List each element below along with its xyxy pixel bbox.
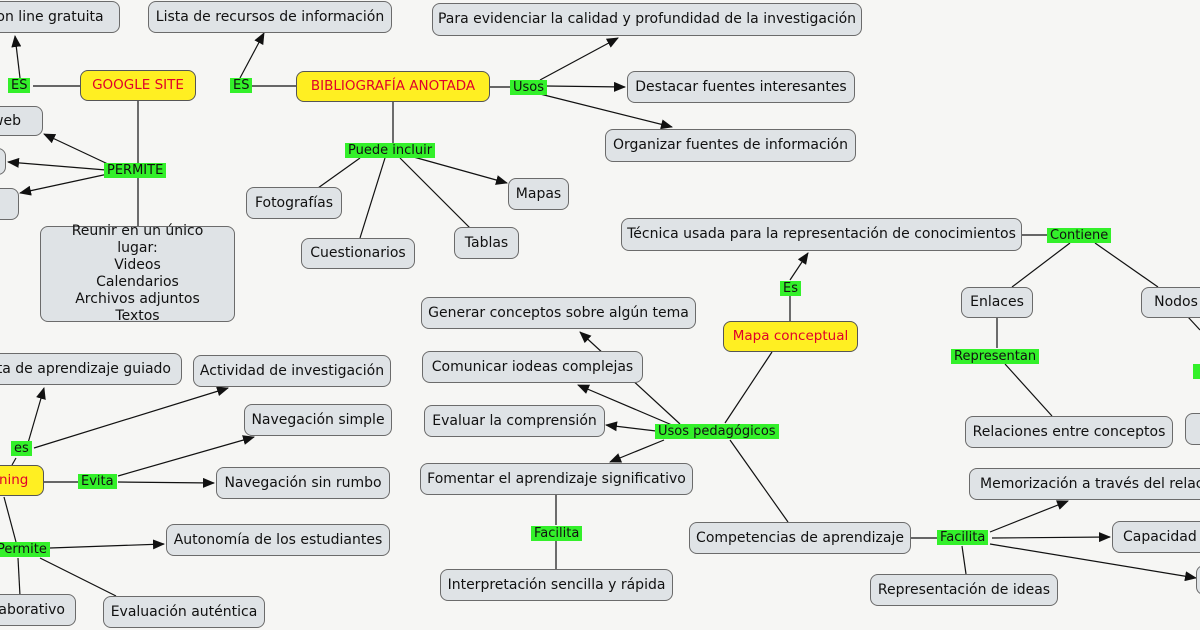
label-usos: Usos — [510, 80, 548, 95]
concept-partial-bottom-right[interactable] — [1196, 565, 1200, 595]
concept-investigacion[interactable]: Actividad de investigación — [193, 355, 391, 387]
edge-evita-rumbo — [117, 477, 215, 488]
edge-evita-simple — [117, 435, 255, 477]
concept-online-gratuita[interactable]: on line gratuita — [0, 1, 120, 33]
edge-usos-destacar — [545, 81, 626, 92]
edge-permite-web — [43, 133, 111, 166]
concept-comunicar[interactable]: Comunicar iodeas complejas — [422, 351, 643, 383]
concept-memorizacion[interactable]: Memorización a través del relac — [969, 468, 1200, 500]
concept-relaciones[interactable]: Relaciones entre conceptos — [965, 416, 1173, 448]
edge-usos-organizar — [539, 93, 673, 130]
concept-destacar[interactable]: Destacar fuentes interesantes — [627, 71, 855, 103]
concept-cuestionarios[interactable]: Cuestionarios — [301, 238, 415, 269]
concept-partial-right[interactable] — [1185, 413, 1200, 445]
edge-nodos-right — [1187, 316, 1200, 331]
concept-capacidad[interactable]: Capacidad d — [1112, 521, 1200, 553]
edge-es-guiado — [27, 387, 46, 444]
label-puede-incluir: Puede incluir — [345, 143, 436, 158]
edge-permite-evalaut — [39, 557, 117, 597]
concept-generar[interactable]: Generar conceptos sobre algún tema — [421, 297, 696, 329]
concept-evidenciar[interactable]: Para evidenciar la calidad y profundidad… — [432, 3, 862, 36]
edge-representan-relaciones — [1004, 363, 1053, 417]
label-fragment — [1193, 364, 1200, 379]
concept-organizar[interactable]: Organizar fuentes de información — [605, 129, 856, 162]
concept-nodos[interactable]: Nodos — [1141, 287, 1200, 318]
label-es: ES — [230, 78, 253, 93]
edge-mapa-usos — [724, 351, 773, 424]
reunir-line: Textos — [115, 308, 160, 324]
edge-elearning-es — [11, 457, 17, 466]
concept-bibliografia-anotada[interactable]: BIBLIOGRAFÍA ANOTADA — [296, 71, 490, 102]
label-es: Es — [780, 281, 801, 296]
edge-usos-comunicar — [577, 384, 673, 426]
edge-usos-fomentar — [609, 439, 665, 463]
label-es: es — [11, 441, 32, 456]
concept-lo[interactable]: lo — [0, 188, 19, 220]
edge-facilita-memorizacion — [989, 500, 1069, 533]
label-evita: Evita — [78, 474, 117, 489]
edge-puede-tablas — [399, 157, 471, 229]
reunir-line: Reunir en un único lugar: — [71, 223, 204, 256]
edge-es-investigacion — [33, 386, 229, 449]
concept-guiado[interactable]: nta de aprendizaje guiado — [0, 353, 182, 385]
edge-usos-competencias — [729, 439, 789, 523]
edge-es-tecnica — [789, 252, 809, 281]
label-representan: Representan — [951, 349, 1040, 364]
concept-colaborativo[interactable]: aborativo — [0, 594, 76, 626]
reunir-line: Calendarios — [96, 274, 179, 290]
concept-fotografias[interactable]: Fotografías — [246, 187, 342, 219]
edge-es-online — [11, 35, 22, 79]
concept-fomentar[interactable]: Fomentar el aprendizaje significativo — [420, 463, 693, 495]
edge-puede-fotos — [317, 157, 361, 189]
concept-interpretacion[interactable]: Interpretación sencilla y rápida — [440, 569, 673, 601]
concept-google-site[interactable]: GOOGLE SITE — [80, 70, 196, 101]
concept-mapa-conceptual[interactable]: Mapa conceptual — [723, 321, 858, 352]
concept-enlaces[interactable]: Enlaces — [961, 287, 1033, 318]
label-contiene: Contiene — [1047, 228, 1112, 243]
concept-evaluacion-autentica[interactable]: Evaluación auténtica — [103, 596, 265, 628]
edge-puede-cuestionarios — [359, 157, 386, 239]
edge-facilita-right — [989, 543, 1197, 582]
concept-web[interactable]: web — [0, 106, 43, 136]
edge-es-lista — [239, 32, 265, 79]
label-facilita: Facilita — [937, 530, 989, 545]
concept-evaluar[interactable]: Evaluar la comprensión — [424, 405, 605, 437]
concept-lista-recursos[interactable]: Lista de recursos de información — [148, 1, 392, 33]
edge-permite-lo — [19, 173, 109, 196]
concept-nav-rumbo[interactable]: Navegación sin rumbo — [216, 467, 390, 499]
concept-reunir[interactable]: Reunir en un único lugar: Videos Calenda… — [40, 223, 235, 324]
edge-contiene-enlaces — [1011, 242, 1071, 288]
edge-permite-colab — [17, 557, 21, 597]
concept-autonomia[interactable]: Autonomía de los estudiantes — [166, 524, 390, 556]
edge-facilita-representacion — [961, 545, 967, 575]
concept-competencias[interactable]: Competencias de aprendizaje — [689, 522, 911, 554]
edge-elearning-permite — [3, 496, 17, 543]
label-permite: Permite — [0, 542, 50, 557]
reunir-line: Archivos adjuntos — [75, 291, 200, 307]
concept-elearning[interactable]: rning — [0, 465, 44, 496]
concept-tablas[interactable]: Tablas — [454, 227, 519, 259]
edge-usos-evidenciar — [539, 37, 619, 81]
edge-facilita-capacidad — [991, 532, 1111, 543]
concept-nav-simple[interactable]: Navegación simple — [244, 404, 392, 436]
edge-permite-autonomia — [49, 539, 165, 550]
label-permite: PERMITE — [104, 163, 167, 178]
concept-representacion-ideas[interactable]: Representación de ideas — [870, 574, 1058, 606]
label-facilita: Facilita — [531, 526, 583, 541]
edge-permite-box — [7, 157, 107, 171]
label-usos-pedagogicos: Usos pedagógicos — [655, 424, 779, 439]
concept-mapas[interactable]: Mapas — [508, 178, 569, 210]
edge-puede-mapas — [409, 155, 508, 185]
label-es: ES — [8, 78, 31, 93]
edge-usos-evaluar — [605, 421, 657, 432]
edge-contiene-nodos — [1094, 242, 1159, 288]
concept-tecnica[interactable]: Técnica usada para la representación de … — [621, 218, 1022, 251]
reunir-line: Videos — [114, 257, 161, 273]
